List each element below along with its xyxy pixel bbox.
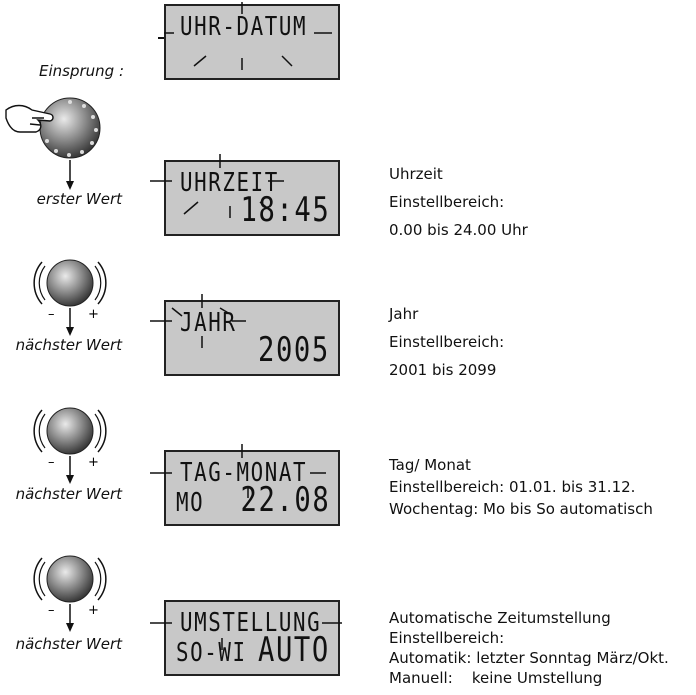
einsprung-label: Einsprung : xyxy=(38,62,124,80)
description-line: Einstellbereich: xyxy=(389,193,505,211)
lcd-top-text: JAHR xyxy=(180,308,237,338)
lcd-top-text: UHRZEIT xyxy=(180,168,279,198)
svg-text:+: + xyxy=(88,455,99,470)
description-line: Wochentag: Mo bis So automatisch xyxy=(389,500,653,518)
lcd-display-uhr-datum: UHR-DATUM xyxy=(164,4,340,80)
description-line: Tag/ Monat xyxy=(389,456,471,474)
knob-illustrations: – + – + – + xyxy=(5,97,107,632)
lcd-value-text: 18:45 xyxy=(240,190,330,230)
rotary-knob-icon-3: – + xyxy=(33,555,107,632)
blink-marks-4 xyxy=(150,444,326,498)
svg-text:+: + xyxy=(88,603,99,618)
description-jahr: Jahr Einstellbereich: 2001 bis 2099 xyxy=(389,300,504,384)
svg-text:–: – xyxy=(48,307,55,322)
description-line: Einstellbereich: xyxy=(389,333,505,351)
description-line: Automatische Zeitumstellung xyxy=(389,609,611,627)
blink-marks-1 xyxy=(164,2,332,70)
description-umstellung: Automatische Zeitumstellung Einstellbere… xyxy=(389,608,669,688)
rotary-knob-icon-2: – + xyxy=(33,407,107,484)
lcd-display-jahr: JAHR 2005 xyxy=(164,300,340,376)
svg-text:–: – xyxy=(48,455,55,470)
lcd-display-uhrzeit: UHRZEIT 18:45 xyxy=(164,160,340,236)
description-line: 2001 bis 2099 xyxy=(389,361,497,379)
lcd-display-tag-monat: TAG-MONAT MO 22.08 xyxy=(164,450,340,526)
lcd-value-text: AUTO xyxy=(258,630,330,670)
svg-text:+: + xyxy=(88,307,99,322)
description-line: Uhrzeit xyxy=(389,165,443,183)
description-line: Manuell: keine Umstellung xyxy=(389,669,603,687)
lcd-display-umstellung: UMSTELLUNG SO-WI AUTO xyxy=(164,600,340,676)
naechster-wert-label-1: nächster Wert xyxy=(15,336,122,354)
description-tag-monat: Tag/ Monat Einstellbereich: 01.01. bis 3… xyxy=(389,454,653,520)
lcd-value-text: 2005 xyxy=(258,330,330,370)
description-line: Jahr xyxy=(389,305,419,323)
rotary-knob-icon-1: – + xyxy=(33,259,107,336)
naechster-wert-label-3: nächster Wert xyxy=(15,635,122,653)
blink-marks-3 xyxy=(150,294,246,348)
lcd-top-text: TAG-MONAT xyxy=(180,458,308,488)
description-line: Einstellbereich: xyxy=(389,629,505,647)
push-knob-icon xyxy=(39,97,101,159)
erster-wert-label: erster Wert xyxy=(36,190,122,208)
blink-marks-5 xyxy=(150,622,342,650)
naechster-wert-label-2: nächster Wert xyxy=(15,485,122,503)
lcd-top-text: UMSTELLUNG xyxy=(180,608,322,638)
pointing-hand-icon xyxy=(5,104,54,133)
description-uhrzeit: Uhrzeit Einstellbereich: 0.00 bis 24.00 … xyxy=(389,160,528,244)
blink-marks-2 xyxy=(150,154,284,218)
svg-text:–: – xyxy=(48,603,55,618)
description-line: 0.00 bis 24.00 Uhr xyxy=(389,221,528,239)
lcd-weekday-text: MO xyxy=(176,488,205,518)
lcd-value-text: 22.08 xyxy=(240,480,330,520)
lcd-top-text: UHR-DATUM xyxy=(180,12,308,42)
lcd-mode-text: SO-WI xyxy=(176,638,247,668)
description-line: Einstellbereich: 01.01. bis 31.12. xyxy=(389,478,636,496)
description-line: Automatik: letzter Sonntag März/Okt. xyxy=(389,649,669,667)
